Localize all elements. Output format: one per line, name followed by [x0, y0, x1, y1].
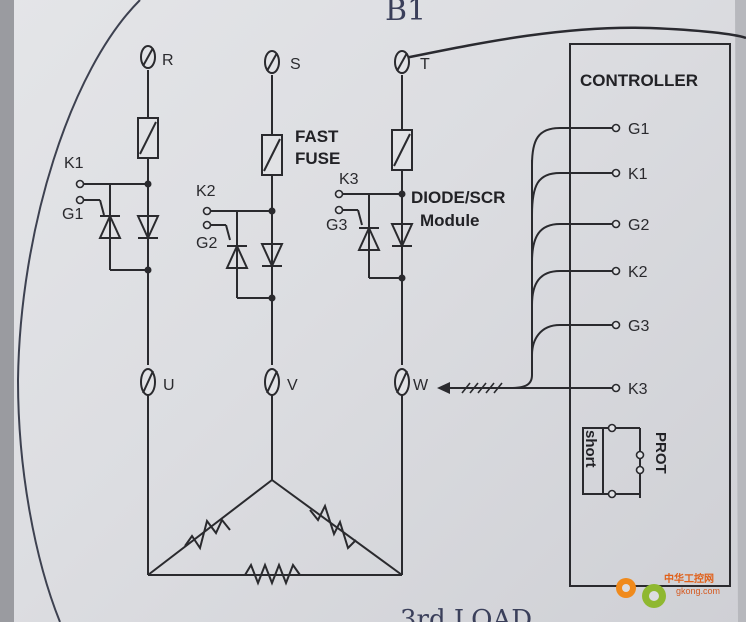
controller-terminal-k2: K2 [628, 264, 648, 281]
load-resistors [184, 503, 357, 586]
short-label: short [582, 430, 599, 468]
diode-pair-r [98, 213, 160, 241]
left-shadow [0, 0, 14, 622]
hand-drawn-arc [394, 26, 746, 62]
label-k3: K3 [339, 171, 359, 188]
controller-terminal-k1: K1 [628, 166, 648, 183]
module-label-line1: DIODE/SCR [411, 188, 505, 207]
terminal-screws [140, 45, 410, 396]
label-g2: G2 [196, 235, 217, 252]
diode-pair-t [357, 223, 414, 251]
junction-dots [144, 180, 406, 302]
watermark-url: gkong.com [676, 586, 720, 596]
label-k2: K2 [196, 183, 216, 200]
controller-terminal-g1: G1 [628, 121, 649, 138]
hand-drawn-circle [16, 0, 141, 622]
controller-title: CONTROLLER [580, 71, 698, 90]
label-g1: G1 [62, 206, 83, 223]
controller-terminal-g2: G2 [628, 217, 649, 234]
controller-terminal-k3: K3 [628, 381, 648, 398]
watermark-logo [616, 578, 666, 608]
module-label-line2: Module [420, 211, 480, 230]
handwriting-top: B1 [385, 0, 426, 28]
bundle-hatch [461, 382, 503, 394]
gate-terminals [75, 123, 645, 499]
label-k1: K1 [64, 155, 84, 172]
prot-label: PROT [652, 432, 669, 474]
controller-terminal-g3: G3 [628, 318, 649, 335]
label-g3: G3 [326, 217, 347, 234]
fuse-label: FUSE [295, 149, 340, 168]
right-shadow [735, 0, 746, 622]
fast-label: FAST [295, 127, 339, 146]
phase-label-w: W [413, 377, 429, 394]
phase-label-v: V [287, 377, 298, 394]
watermark-cn: 中华工控网 [664, 572, 714, 585]
diode-pair-s [225, 243, 284, 269]
handwriting-bottom: 3rd LOAD [400, 605, 532, 622]
phase-label-s: S [290, 56, 301, 73]
phase-label-t: T [420, 56, 430, 73]
phase-label-r: R [162, 52, 174, 69]
phase-label-u: U [163, 377, 175, 394]
arrow-head [437, 382, 450, 394]
